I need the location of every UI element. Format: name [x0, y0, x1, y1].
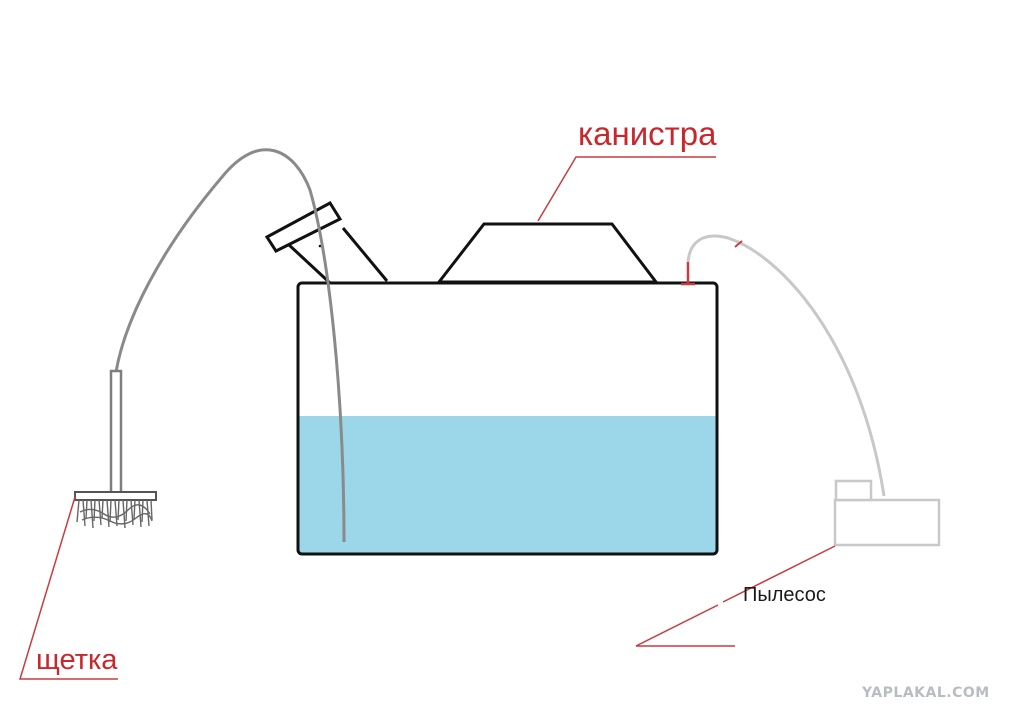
leader-vacuum-lower	[635, 604, 735, 647]
canister-handle	[435, 222, 660, 284]
brush-bristles	[76, 499, 153, 529]
hose-mark	[734, 240, 743, 248]
vacuum-cleaner	[833, 479, 941, 547]
vent-fitting	[681, 262, 695, 286]
brush-head	[74, 491, 157, 501]
leader-canister	[537, 156, 716, 222]
canister-water	[299, 416, 716, 553]
brush-handle	[109, 369, 123, 496]
vacuum-top	[834, 479, 873, 502]
leader-brush	[18, 496, 118, 680]
brush	[74, 369, 157, 529]
label-canister: канистра	[578, 115, 717, 152]
label-brush: щетка	[36, 644, 118, 676]
canister-spout	[264, 201, 389, 285]
vacuum-body	[833, 498, 941, 547]
leader-vacuum-upper	[722, 545, 836, 603]
label-vacuum: Пылесос	[743, 584, 826, 606]
vacuum-hose	[686, 234, 886, 497]
watermark: YAPLAKAL.COM	[862, 685, 990, 701]
leader-lines	[18, 156, 836, 680]
brush-hose	[114, 148, 346, 543]
canister	[264, 201, 719, 556]
